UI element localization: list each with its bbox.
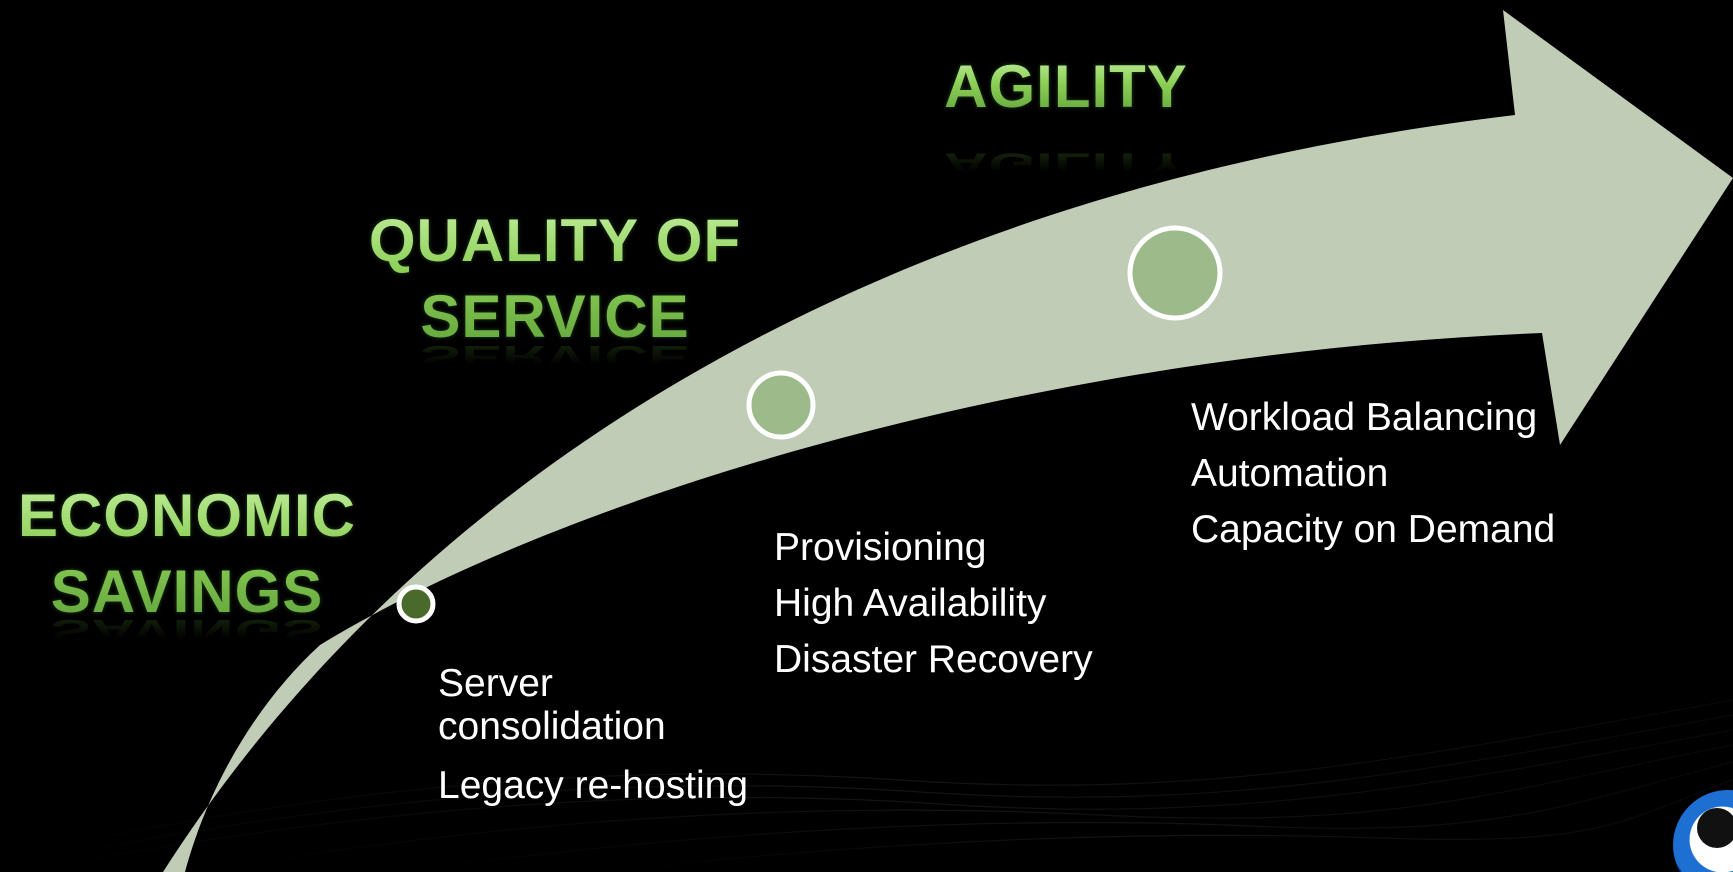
logo-inner-circle bbox=[1697, 808, 1733, 848]
stage-dot-agility bbox=[1127, 225, 1223, 321]
stage-title-quality: QUALITY OF SERVICE bbox=[355, 203, 755, 355]
stage-items-quality: Provisioning High Availability Disaster … bbox=[774, 528, 1093, 696]
stage-title-quality-reflection: SERVICE bbox=[420, 338, 690, 376]
stage-item-quality-1: Provisioning bbox=[774, 526, 987, 569]
stage-item-agility-2: Automation bbox=[1191, 452, 1389, 495]
stage-title-agility: AGILITY bbox=[938, 55, 1194, 118]
stage-dot-economic bbox=[396, 584, 436, 624]
stage-item-quality-2: High Availability bbox=[774, 582, 1047, 625]
stage-title-economic-line1: ECONOMIC bbox=[18, 482, 356, 549]
stage-item-economic-2: consolidation bbox=[438, 705, 666, 748]
stage-dot-quality bbox=[746, 370, 816, 440]
stage-item-economic-1: Server bbox=[438, 662, 553, 705]
stage-items-agility: Workload Balancing Automation Capacity o… bbox=[1191, 398, 1555, 566]
stage-item-economic-3: Legacy re-hosting bbox=[438, 764, 749, 807]
background-waves bbox=[0, 699, 1733, 872]
stage-items-economic: Server consolidation Legacy re-hosting bbox=[438, 664, 748, 822]
stage-item-agility-1: Workload Balancing bbox=[1191, 396, 1538, 439]
stage-title-agility-line1: AGILITY bbox=[944, 53, 1188, 120]
stage-item-quality-3: Disaster Recovery bbox=[774, 638, 1093, 681]
stage-title-agility-reflection: AGILITY bbox=[944, 146, 1188, 184]
growth-arrow bbox=[163, 10, 1733, 872]
stage-title-economic-reflection: SAVINGS bbox=[50, 612, 324, 650]
stage-item-agility-3: Capacity on Demand bbox=[1191, 508, 1556, 551]
stage-title-economic: ECONOMIC SAVINGS bbox=[6, 478, 368, 630]
stage-title-quality-line1: QUALITY OF bbox=[368, 207, 742, 274]
